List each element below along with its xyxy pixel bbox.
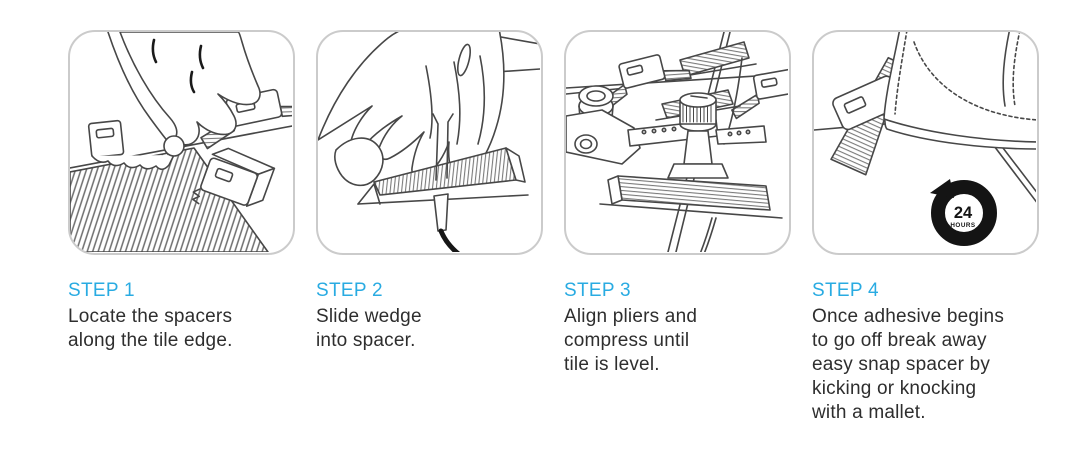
- shoe-outline: [883, 32, 1036, 150]
- base-line: [599, 203, 783, 219]
- step-description: Slide wedge into spacer.: [316, 306, 422, 351]
- step-2-illustration-frame: [316, 30, 543, 255]
- hand-creases: [151, 38, 205, 94]
- step-description: Align pliers and compress until tile is …: [564, 306, 698, 375]
- hand-finger-edge: [107, 32, 170, 144]
- step-4-card: 24 HOURS STEP 4 Once adhesive begins to …: [812, 30, 1039, 425]
- finger-line: [425, 65, 433, 139]
- fg-wedge: [617, 175, 771, 211]
- 24-hours-badge-icon: 24 HOURS: [930, 179, 997, 246]
- shoe-sole-line: [883, 118, 1036, 143]
- step-label: STEP 3: [564, 280, 631, 301]
- step-1-illustration-frame: [68, 30, 295, 255]
- thumb: [334, 137, 384, 187]
- step-1-caption: STEP 1 Locate the spacers along the tile…: [68, 279, 295, 353]
- step-1-card: STEP 1 Locate the spacers along the tile…: [68, 30, 295, 425]
- spacer-cable: [703, 217, 717, 252]
- step-3-card: STEP 3 Align pliers and compress until t…: [564, 30, 791, 425]
- badge-hours-value: 24: [954, 204, 973, 222]
- leveling-pliers: [566, 85, 767, 179]
- badge-hours-unit: HOURS: [950, 222, 975, 229]
- fingertip: [163, 135, 185, 157]
- spacer-stem-lower: [433, 193, 449, 232]
- kick-spacer-illustration: 24 HOURS: [814, 32, 1036, 246]
- loose-spacer: [192, 147, 276, 207]
- instruction-steps: STEP 1 Locate the spacers along the tile…: [68, 30, 1039, 425]
- step-3-illustration-frame: [564, 30, 791, 255]
- shoe-stitching-side: [1012, 32, 1021, 107]
- finger-line: [453, 61, 461, 145]
- step-3-caption: STEP 3 Align pliers and compress until t…: [564, 279, 791, 377]
- step-description: Locate the spacers along the tile edge.: [68, 306, 233, 351]
- step-2-card: STEP 2 Slide wedge into spacer.: [316, 30, 543, 425]
- bg-spacer-right: [731, 68, 788, 120]
- pliers-compressing-illustration: [566, 32, 788, 252]
- hand-placing-spacer-illustration: [70, 32, 292, 252]
- step-2-caption: STEP 2 Slide wedge into spacer.: [316, 279, 543, 353]
- badge-arrowhead: [930, 179, 954, 198]
- spacer-cable-2: [699, 217, 713, 252]
- hand-outline: [119, 32, 261, 146]
- finger-line: [477, 55, 486, 145]
- spacer-cable: [438, 228, 461, 252]
- step-label: STEP 4: [812, 280, 879, 301]
- fg-wedge-end: [607, 175, 623, 205]
- shoe-stitching-toe: [913, 41, 1036, 121]
- spacer-stem-upper: [432, 113, 454, 181]
- shoe-side-seam: [1002, 32, 1011, 107]
- glove-seam-loop: [456, 43, 472, 77]
- tile-seam-horizontal: [566, 73, 788, 89]
- hand-sliding-wedge-illustration: [318, 32, 540, 252]
- wedge-end-face: [505, 147, 526, 183]
- spacer-clip-left: [87, 119, 125, 159]
- step-label: STEP 1: [68, 280, 135, 301]
- step-4-caption: STEP 4 Once adhesive begins to go off br…: [812, 279, 1039, 425]
- step-4-illustration-frame: 24 HOURS: [812, 30, 1039, 255]
- step-description: Once adhesive begins to go off break awa…: [812, 306, 1005, 423]
- step-label: STEP 2: [316, 280, 383, 301]
- spacer-base-tip: [357, 183, 381, 205]
- shoe-stitching-left: [894, 32, 908, 115]
- spacer-teeth: [91, 154, 175, 171]
